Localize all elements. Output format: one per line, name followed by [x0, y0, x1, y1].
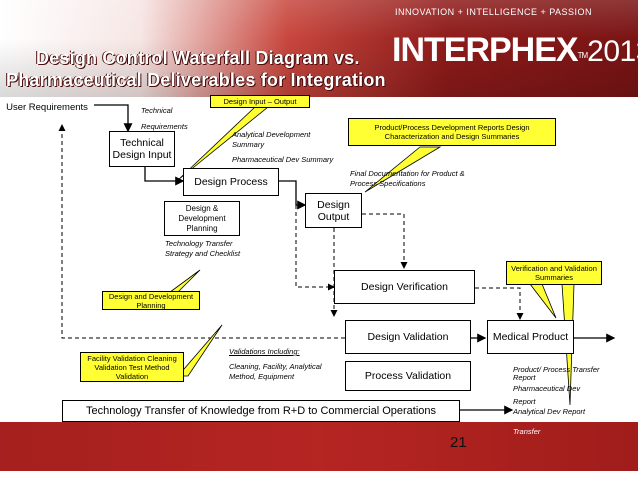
- deliverable-validations-list-1: Cleaning, Facility, Analytical: [229, 362, 322, 371]
- design-process-box: Design Process: [183, 168, 279, 196]
- design-validation-text: Design Validation: [367, 331, 449, 343]
- brand-logo: INTERPHEXTM2013: [392, 30, 638, 72]
- deliverable-pharmaceutical-dev-summary: Pharmaceutical Dev Summary: [232, 155, 334, 164]
- design-output-box: Design Output: [305, 193, 362, 228]
- callout-product-process-reports: Product/Process Development Reports Desi…: [348, 118, 556, 146]
- header-banner: [0, 0, 638, 97]
- user-requirements-text: User Requirements: [6, 101, 88, 113]
- slide-title-line1: Design Control Waterfall Diagram vs.: [36, 48, 360, 68]
- medical-product-box: Medical Product: [487, 320, 574, 354]
- deliverable-tech-transfer-strategy-1: Technology Transfer: [165, 239, 233, 248]
- footer-bar: [0, 422, 638, 471]
- callout-design-input-output-text: Design Input – Output: [223, 97, 297, 106]
- design-verification-text: Design Verification: [361, 281, 448, 293]
- deliverable-final-documentation-1: Final Documentation for Product &: [350, 169, 465, 178]
- design-verification-box: Design Verification: [334, 270, 475, 304]
- deliverable-analytical-dev-summary-1: Analytical Development: [232, 130, 311, 139]
- brand-trademark: TM: [577, 51, 589, 60]
- design-development-planning-box: Design & Development Planning: [164, 201, 240, 236]
- process-validation-text: Process Validation: [364, 370, 452, 382]
- brand-year: 2013: [587, 35, 638, 68]
- callout-design-development-planning-text: Design and Development Planning: [108, 291, 194, 310]
- callout-facility-validation: Facility Validation Cleaning Validation …: [80, 352, 184, 382]
- deliverable-transfer-report-3: Pharmaceutical Dev: [513, 384, 581, 393]
- deliverable-transfer-report-4: Report: [513, 397, 536, 406]
- design-process-text: Design Process: [194, 176, 268, 188]
- brand-name: INTERPHEX: [392, 31, 579, 69]
- design-validation-box: Design Validation: [345, 320, 471, 354]
- callout-verification-validation-summaries-text: Verification and Validation Summaries: [511, 264, 597, 282]
- design-development-planning-text: Design & Development Planning: [178, 203, 226, 233]
- process-validation-box: Process Validation: [345, 361, 471, 391]
- technology-transfer-bar-text: Technology Transfer of Knowledge from R+…: [85, 405, 437, 417]
- header-banner-shade: [0, 0, 638, 97]
- deliverable-transfer-report-1: Product/ Process Transfer: [513, 365, 600, 374]
- page-number: 21: [450, 434, 467, 451]
- callout-design-development-planning: Design and Development Planning: [102, 291, 200, 310]
- deliverable-analytical-dev-summary-2: Summary: [232, 140, 265, 149]
- callout-facility-validation-text: Facility Validation Cleaning Validation …: [87, 353, 177, 381]
- deliverable-validations-list-2: Method, Equipment: [229, 372, 295, 381]
- brand-tagline: INNOVATION + INTELLIGENCE + PASSION: [395, 7, 593, 17]
- callout-product-process-reports-text: Product/Process Development Reports Desi…: [374, 123, 530, 141]
- callout-verification-validation-summaries: Verification and Validation Summaries: [506, 261, 602, 285]
- deliverable-final-documentation-2: Process Specifications: [350, 179, 426, 188]
- deliverable-transfer-report-5: Analytical Dev Report: [513, 407, 586, 416]
- technical-design-input-text: Technical Design Input: [112, 137, 172, 161]
- user-requirements-label: User Requirements: [0, 94, 94, 120]
- technical-design-input-box: Technical Design Input: [109, 131, 175, 167]
- medical-product-text: Medical Product: [492, 331, 569, 343]
- deliverable-technical-requirements-1: Technical: [141, 106, 173, 115]
- deliverable-technical-requirements-2: Requirements: [141, 122, 188, 131]
- callout-design-input-output: Design Input – Output: [210, 95, 310, 108]
- design-output-text: Design Output: [317, 198, 350, 223]
- technology-transfer-bar: Technology Transfer of Knowledge from R+…: [62, 400, 460, 422]
- deliverable-tech-transfer-strategy-2: Strategy and Checklist: [165, 249, 241, 258]
- footer-bottom: [0, 471, 638, 493]
- deliverable-transfer-report-2: Report: [513, 373, 536, 382]
- deliverable-validations-including: Validations Including:: [229, 347, 300, 356]
- deliverable-transfer-report-6: Transfer: [513, 427, 541, 436]
- slide-title-line2: Pharmaceutical Deliverables for Integrat…: [6, 70, 386, 90]
